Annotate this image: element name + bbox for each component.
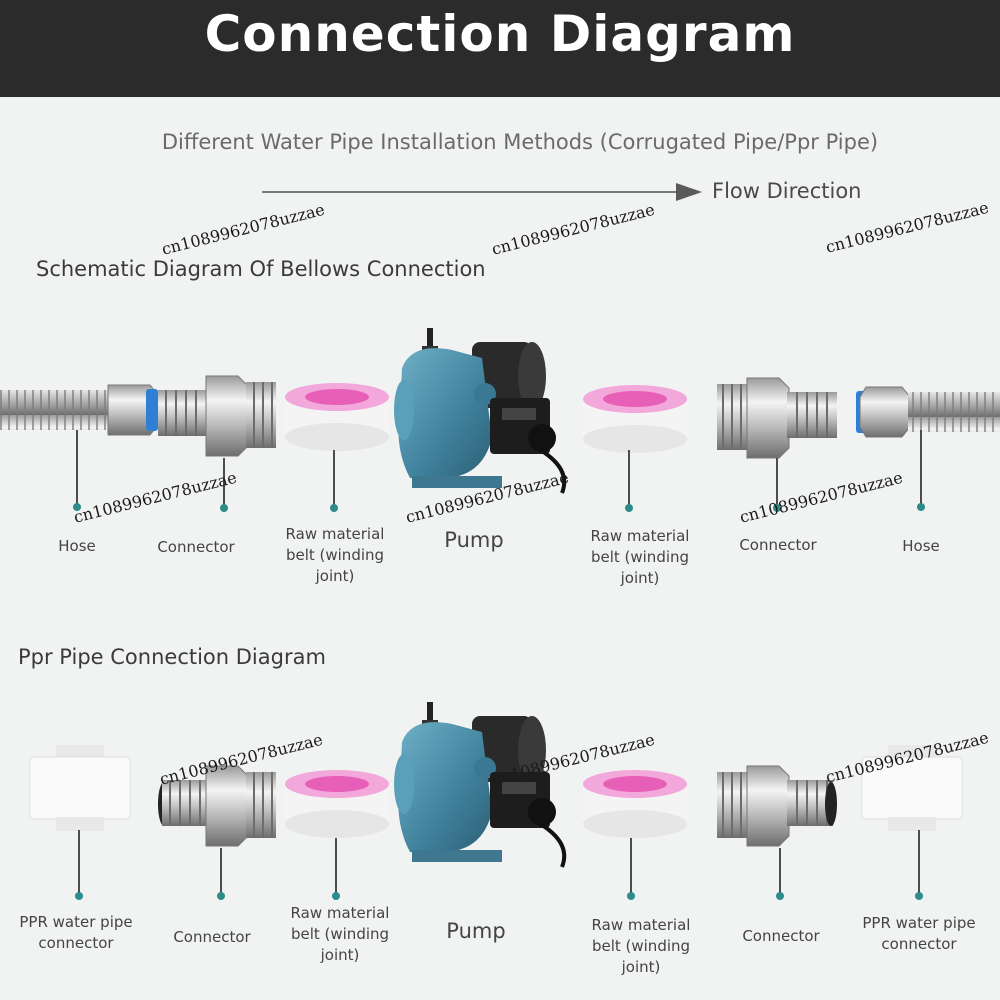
label-pump-bellows: Pump xyxy=(444,528,504,552)
ppr-right-dot xyxy=(915,892,923,900)
connector-ppr-left-dot xyxy=(217,892,225,900)
page-title: Connection Diagram xyxy=(204,5,796,63)
hose-right-image xyxy=(856,386,1000,438)
belt-ppr-right-stem xyxy=(630,838,632,894)
ppr-left-stem xyxy=(78,830,80,894)
label-hose-right: Hose xyxy=(902,537,940,555)
ppr-left-dot xyxy=(75,892,83,900)
hose-left-stem xyxy=(76,430,78,505)
ppr-section-title: Ppr Pipe Connection Diagram xyxy=(18,645,326,669)
hose-left-image xyxy=(0,384,159,436)
ppr-left-image xyxy=(29,745,131,831)
flow-direction-label: Flow Direction xyxy=(712,179,862,203)
flow-direction-line xyxy=(262,191,682,193)
belt-left-stem xyxy=(333,450,335,506)
label-connector-ppr-right: Connector xyxy=(742,927,820,945)
connector-ppr-right-dot xyxy=(776,892,784,900)
label-pump-ppr: Pump xyxy=(446,919,506,943)
connector-right-stem xyxy=(776,458,778,506)
belt-right-stem xyxy=(628,450,630,506)
connector-right-dot xyxy=(773,504,781,512)
belt-left-dot xyxy=(330,504,338,512)
watermark: cn1089962078uzzae xyxy=(159,199,327,259)
belt-right-dot xyxy=(625,504,633,512)
belt-ppr-right-dot xyxy=(627,892,635,900)
bellows-section-title: Schematic Diagram Of Bellows Connection xyxy=(36,257,486,281)
hose-right-dot xyxy=(917,503,925,511)
watermark: cn1089962078uzzae xyxy=(823,197,991,257)
watermark: cn1089962078uzzae xyxy=(489,199,657,259)
connector-ppr-right-image xyxy=(717,765,837,847)
connector-ppr-left-stem xyxy=(220,848,222,894)
ppr-right-image xyxy=(861,745,963,831)
label-connector-ppr-left: Connector xyxy=(173,928,251,946)
connector-left-dot xyxy=(220,504,228,512)
connector-ppr-left-image xyxy=(158,765,276,847)
belt-ppr-left-stem xyxy=(335,838,337,894)
label-connector-right: Connector xyxy=(739,536,817,554)
connector-right-image xyxy=(717,377,837,459)
hose-left-dot xyxy=(73,503,81,511)
hose-right-stem xyxy=(920,430,922,505)
label-connector-left: Connector xyxy=(157,538,235,556)
connector-left-image xyxy=(158,375,276,457)
watermark: cn1089962078uzzae xyxy=(71,467,239,527)
tape-right-image xyxy=(583,385,687,453)
tape-ppr-right-image xyxy=(583,770,687,838)
flow-arrow-icon xyxy=(676,183,702,201)
ppr-right-stem xyxy=(918,830,920,894)
label-hose-left: Hose xyxy=(58,537,96,555)
tape-ppr-left-image xyxy=(285,770,389,838)
header-banner: Connection Diagram xyxy=(0,0,1000,97)
pump-bellows-image xyxy=(394,328,567,494)
pump-ppr-image xyxy=(394,702,567,868)
watermark: cn1089962078uzzae xyxy=(737,467,905,527)
connector-left-stem xyxy=(223,458,225,506)
connector-ppr-right-stem xyxy=(779,848,781,894)
belt-ppr-left-dot xyxy=(332,892,340,900)
tape-left-image xyxy=(285,383,389,451)
subtitle: Different Water Pipe Installation Method… xyxy=(161,130,879,154)
